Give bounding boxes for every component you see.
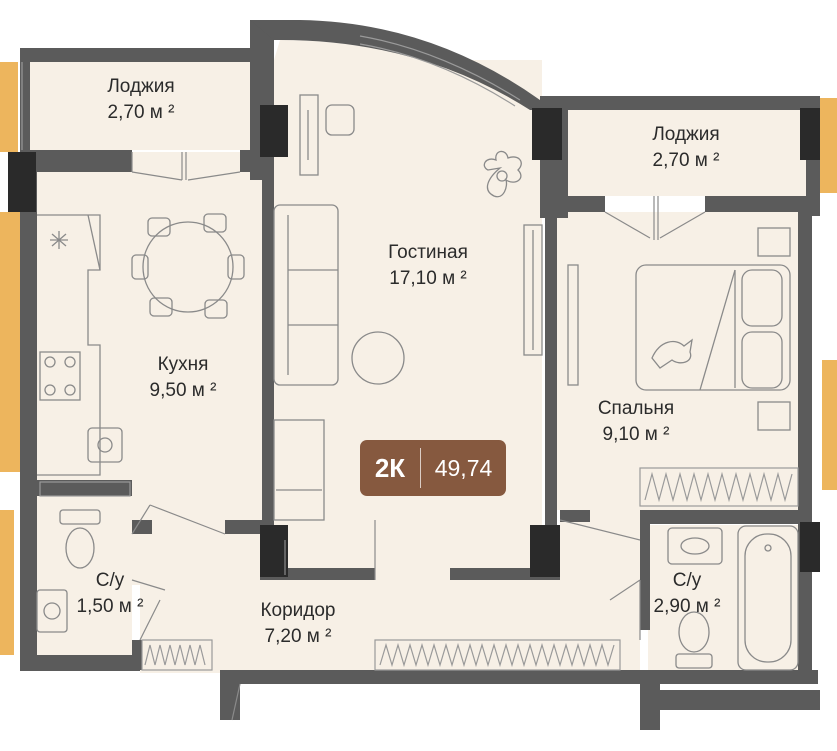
bathroom-fixtures [36,509,799,671]
living-area: 17,10 м ² [389,268,467,289]
label-bath-right: С/у 2,90 м ² [632,568,742,620]
bedroom-furniture [567,227,791,431]
bath-left-name: С/у [95,570,125,591]
badge-divider [420,448,421,488]
floor-areas [30,40,806,680]
label-bedroom: Спальня 9,10 м ² [566,396,706,448]
kitchen-name: Кухня [157,354,209,375]
corridor-name: Коридор [260,600,336,621]
apartment-badge: 2К 49,74 [360,440,506,496]
loggia-left-area: 2,70 м ² [107,102,175,123]
label-loggia-left: Лоджия 2,70 м ² [76,74,206,126]
label-corridor: Коридор 7,20 м ² [233,598,363,650]
columns [8,105,820,577]
living-furniture [273,94,543,521]
neighbor-units [0,62,837,655]
loggia-right-area: 2,70 м ² [652,150,720,171]
badge-rooms: 2К [374,452,406,483]
loggia-windows [21,35,521,150]
bath-left-area: 1,50 м ² [76,596,144,617]
kitchen-furniture [37,213,245,476]
label-living: Гостиная 17,10 м ² [358,240,498,292]
bath-right-name: С/у [672,570,702,591]
badge-total-area: 49,74 [434,454,493,481]
doors [131,152,706,721]
bedroom-name: Спальня [597,398,675,419]
living-name: Гостиная [388,242,468,263]
loggia-right-name: Лоджия [652,124,720,145]
bath-right-area: 2,90 м ² [653,596,721,617]
label-loggia-right: Лоджия 2,70 м ² [616,122,756,174]
label-bath-left: С/у 1,50 м ² [60,568,160,620]
label-kitchen: Кухня 9,50 м ² [118,352,248,404]
bedroom-area: 9,10 м ² [602,424,670,445]
kitchen-area: 9,50 м ² [149,380,217,401]
wardrobes [39,467,799,671]
loggia-left-name: Лоджия [107,76,175,97]
corridor-area: 7,20 м ² [264,626,332,647]
